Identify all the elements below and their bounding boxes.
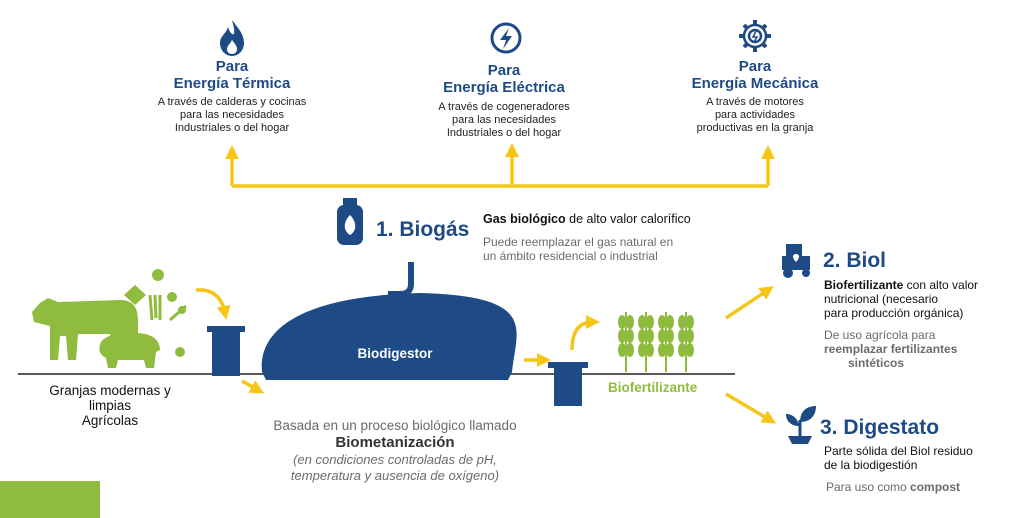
pig-icon (99, 333, 160, 368)
biol-rest: con alto valor (903, 278, 979, 292)
process-conditions-2: temperatura y ausencia de oxígeno) (290, 468, 500, 483)
farm-line-3: Agrícolas (81, 413, 139, 428)
termica-desc-3: Industriales o del hogar (174, 122, 290, 134)
flame-icon (220, 20, 244, 56)
mecanica-block: Para Energía Mecánica A través de motore… (655, 58, 855, 135)
gas-pipe (388, 262, 414, 297)
gas-cylinder-icon (337, 198, 363, 245)
termica-block: Para Energía Térmica A través de caldera… (132, 58, 332, 135)
biol-use-text: De uso agrícola para (824, 328, 936, 342)
energy-distribution-arrows (225, 143, 775, 188)
digestato-line-2: de la biodigestión (824, 458, 918, 472)
process-conditions-1: (en condiciones controladas de pH, (293, 452, 497, 467)
termica-title: Energía Térmica (173, 75, 291, 92)
biol-title: 2. Biol (823, 249, 887, 272)
gear-icon (739, 20, 771, 52)
biogas-title: 1. Biogás (376, 218, 470, 241)
electrica-pre: Para (487, 62, 521, 79)
arrow-to-digestato (725, 392, 777, 424)
mecanica-desc-3: productivas en la granja (696, 122, 814, 134)
green-corner-block (0, 481, 100, 518)
termica-desc-1: A través de calderas y cocinas (157, 96, 307, 108)
arrow-inlet-to-digester (241, 379, 265, 394)
biogas-rest: de alto valor calorífico (565, 212, 691, 226)
biol-desc: Biofertilizante con alto valor nutricion… (824, 278, 978, 320)
inlet-tank (207, 326, 245, 376)
produce-icons (124, 269, 187, 357)
digestato-use-bold: compost (910, 480, 961, 494)
mecanica-desc-1: A través de motores (706, 96, 804, 108)
electrica-desc-1: A través de cogeneradores (438, 101, 570, 113)
electrica-block: Para Energía Eléctrica A través de cogen… (404, 62, 604, 140)
biogas-desc-1: Puede reemplazar el gas natural en (483, 235, 674, 249)
digestato-title: 3. Digestato (820, 416, 940, 439)
farm-label: Granjas modernas y limpias Agrícolas (30, 383, 190, 428)
farm-line-2: limpias (88, 398, 131, 413)
electrica-desc-3: Industriales o del hogar (446, 127, 562, 139)
arrow-outlet-up (570, 315, 600, 351)
mecanica-pre: Para (738, 58, 772, 75)
farm-line-1: Granjas modernas y (49, 383, 171, 398)
digestato-use-text: Para uso como (826, 480, 911, 494)
biol-use: De uso agrícola para reemplazar fertiliz… (824, 328, 957, 370)
digestato-desc: Parte sólida del Biol residuo de la biod… (824, 444, 973, 472)
process-title: Biometanización (335, 434, 455, 451)
lightning-icon (490, 22, 522, 54)
digestato-use: Para uso como compost (826, 480, 960, 494)
biol-bold: Biofertilizante (824, 278, 904, 292)
biogas-desc: Puede reemplazar el gas natural en un ám… (483, 235, 673, 263)
biol-line-2: para producción orgánica) (824, 306, 964, 320)
mecanica-desc-2: para actividades (714, 109, 796, 121)
biol-use-bold-2: sintéticos (848, 356, 905, 370)
electrica-title: Energía Eléctrica (443, 79, 565, 96)
mecanica-title: Energía Mecánica (691, 75, 819, 92)
process-block: Basada en un proceso biológico llamado B… (240, 418, 550, 484)
biofertilizante-label: Biofertilizante (608, 380, 698, 395)
arrow-to-biol (725, 286, 774, 320)
wheat-icons (618, 312, 694, 372)
outlet-tank (548, 362, 588, 406)
biogas-headline: Gas biológico de alto valor calorífico (483, 212, 691, 226)
arrow-farm-to-inlet (195, 288, 231, 320)
termica-desc-2: para las necesidades (180, 109, 284, 121)
biol-use-bold-1: reemplazar fertilizantes (824, 342, 958, 356)
biol-line-1: nutricional (necesario (824, 292, 939, 306)
termica-pre: Para (215, 58, 249, 75)
biogas-desc-2: un ámbito residencial o industrial (483, 249, 658, 263)
sprout-icon (786, 406, 816, 444)
biodigester-label: Biodigestor (357, 346, 433, 361)
biogas-bold: Gas biológico (483, 212, 566, 226)
tractor-icon (782, 244, 810, 278)
biodigester-dome (261, 293, 517, 380)
process-line-1: Basada en un proceso biológico llamado (273, 418, 517, 433)
electrica-desc-2: para las necesidades (452, 114, 556, 126)
digestato-line-1: Parte sólida del Biol residuo (824, 444, 973, 458)
